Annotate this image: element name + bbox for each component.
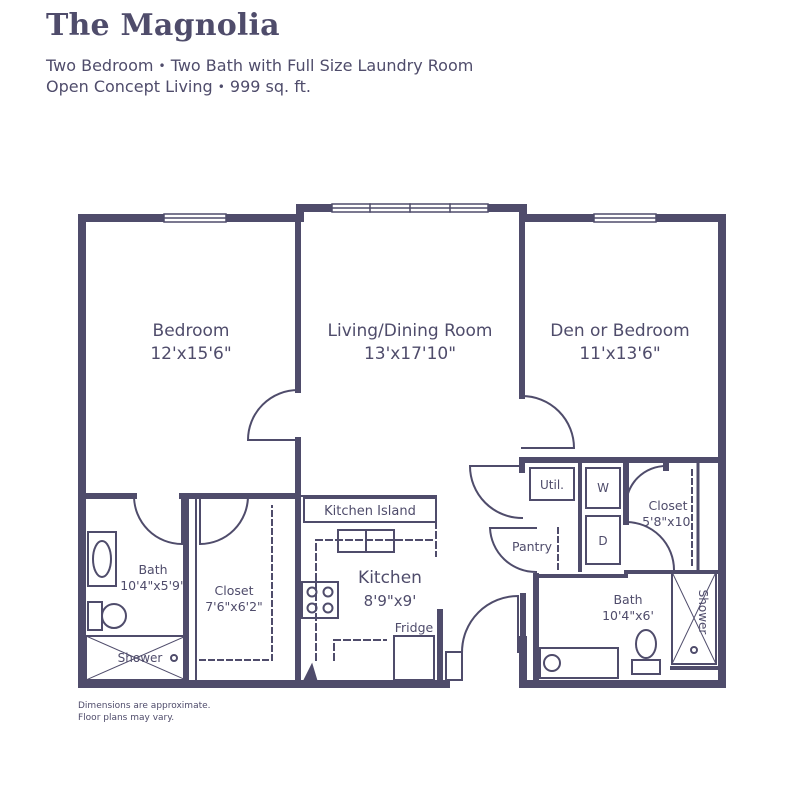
dryer-box [585, 515, 621, 565]
stove [301, 581, 339, 619]
living-size: 13'x17'10" [364, 344, 456, 364]
utility-box [529, 467, 575, 501]
closet1-size: 7'6"x6'2" [205, 599, 263, 614]
living-name: Living/Dining Room [328, 321, 493, 341]
sqft-text: 999 sq. ft. [229, 77, 311, 96]
fridge-label: Fridge [395, 620, 434, 635]
footnote-variance: Floor plans may vary. [78, 713, 175, 723]
bath1-fixtures [85, 531, 187, 681]
bedroom-size: 12'x15'6" [150, 344, 231, 364]
interior-walls [82, 215, 725, 687]
util-label: Util. [540, 478, 564, 492]
bedroom-name: Bedroom [153, 321, 230, 341]
washer-label: W [597, 481, 609, 495]
subtitle-line-2: Open Concept Living • 999 sq. ft. [46, 77, 311, 96]
bath2-size: 10'4"x6' [602, 608, 654, 623]
bullet: • [158, 59, 166, 73]
footnote-dimensions: Dimensions are approximate. [78, 701, 211, 711]
bath1-size: 10'4"x5'9" [120, 578, 186, 593]
appliance-box [445, 651, 463, 681]
den-size: 11'x13'6" [579, 344, 660, 364]
shower2-label: Shower [696, 590, 710, 635]
island-label: Kitchen Island [324, 504, 416, 519]
bath2-name: Bath [613, 592, 642, 607]
pantry-label: Pantry [512, 539, 553, 554]
bedrooms-text: Two Bedroom [46, 56, 154, 75]
room-labels: Bedroom 12'x15'6" Living/Dining Room 13'… [118, 321, 710, 665]
bullet: • [217, 80, 225, 94]
closet2-name: Closet [649, 498, 688, 513]
kitchen-island [303, 497, 437, 523]
kitchen-counters [315, 521, 437, 661]
kitchen-size: 8'9"x9' [364, 592, 417, 610]
bath1-name: Bath [138, 562, 167, 577]
closet1-name: Closet [215, 583, 254, 598]
subtitle-line-1: Two Bedroom • Two Bath with Full Size La… [46, 56, 473, 75]
den-name: Den or Bedroom [550, 321, 689, 341]
sink [337, 529, 395, 553]
closet2-size: 5'8"x10' [642, 514, 694, 529]
shower1-label: Shower [118, 651, 163, 665]
windows [163, 203, 657, 223]
kitchen-name: Kitchen [358, 568, 422, 588]
fridge-box [393, 635, 435, 681]
door-swings [132, 388, 676, 654]
washer-box [585, 467, 621, 509]
living-text: Open Concept Living [46, 77, 213, 96]
plan-title: The Magnolia [46, 8, 280, 43]
bath2-fixtures [539, 571, 718, 679]
dryer-label: D [598, 534, 607, 548]
baths-text: Two Bath with Full Size Laundry Room [170, 56, 474, 75]
exterior-walls [78, 204, 726, 688]
